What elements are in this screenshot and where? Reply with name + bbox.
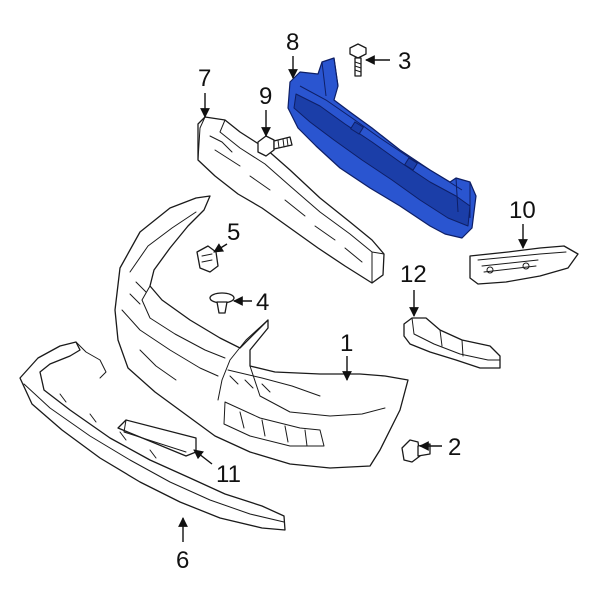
bumper-cover-part [114,195,409,469]
reinforcement-bar-part [287,57,477,239]
callout-3: 3 [398,48,411,75]
leader-5 [213,243,228,253]
callout-labels: 1 2 3 4 5 6 7 8 9 10 11 12 [176,29,536,574]
bracket-part-12 [403,317,501,369]
push-pin-part-2 [401,439,431,463]
bolt-part-3 [349,43,367,77]
push-pin-part-4 [209,292,235,314]
energy-absorber-part [197,116,385,284]
callout-11: 11 [216,461,241,488]
clip-part-5 [196,245,219,273]
leader-11 [193,449,213,465]
callout-4: 4 [256,289,269,316]
grille-insert-part [117,419,197,457]
bolt-part-9 [257,135,293,157]
callout-7: 7 [198,65,211,92]
callout-9: 9 [259,83,272,110]
callout-5: 5 [227,219,240,246]
bracket-part-10 [469,245,579,285]
callout-12: 12 [400,261,427,288]
callout-6: 6 [176,547,189,574]
callout-10: 10 [509,197,536,224]
callout-8: 8 [286,29,299,56]
leader-lines [178,55,528,542]
callout-2: 2 [448,434,461,461]
callout-1: 1 [340,330,353,357]
lower-spoiler-part [19,341,286,531]
